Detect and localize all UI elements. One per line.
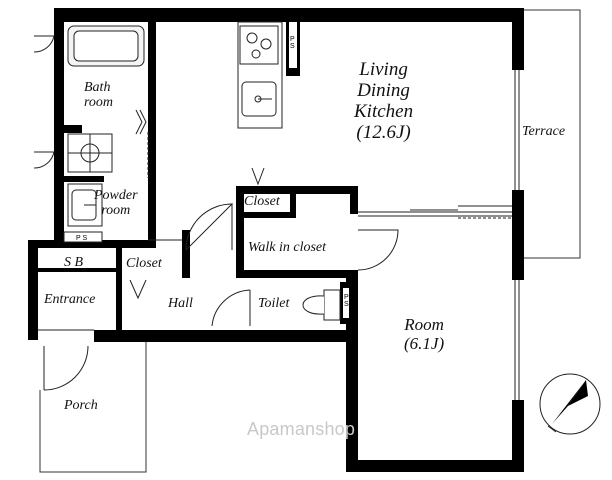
label-terrace-text: Terrace	[522, 124, 566, 139]
label-porch-text: Porch	[64, 398, 98, 413]
label-closet-left-text: Closet	[126, 256, 162, 271]
ps-label-kitchen-text: P S	[290, 36, 295, 50]
label-terrace: Terrace	[522, 124, 565, 139]
watermark: Apamanshop	[247, 419, 356, 439]
label-toilet: Toilet	[258, 296, 289, 311]
label-entrance: Entrance	[44, 292, 95, 307]
label-bath: Bath room	[84, 80, 113, 111]
label-sb: S B	[64, 255, 83, 270]
label-room-text: Room (6.1J)	[404, 315, 445, 353]
ps-label-toilet-text: P S	[344, 294, 349, 308]
label-porch: Porch	[64, 398, 98, 413]
label-hall-text: Hall	[168, 296, 193, 311]
toilet-fixture	[302, 289, 341, 321]
washing-machine	[67, 133, 113, 173]
label-closet-top-text: Closet	[244, 194, 280, 209]
ps-label-entrance: P S	[76, 235, 87, 242]
windows	[38, 70, 520, 400]
ps-label-kitchen: P S	[290, 36, 295, 50]
label-walk-in-closet-text: Walk in closet	[248, 240, 327, 255]
kitchen-stove	[237, 21, 283, 129]
label-ldk: Living Dining Kitchen (12.6J)	[354, 59, 414, 144]
door-swings	[33, 35, 399, 391]
ps-label-entrance-text: P S	[76, 235, 88, 242]
porch-outline	[39, 340, 147, 473]
label-powder-text: Powder room	[94, 188, 138, 219]
label-room: Room (6.1J)	[404, 315, 445, 353]
label-closet-left: Closet	[126, 256, 162, 271]
label-bath-text: Bath room	[84, 80, 114, 111]
north-arrow-icon	[539, 373, 601, 435]
label-powder: Powder room	[94, 188, 138, 219]
ps-inner	[289, 22, 349, 318]
sliding-partition	[410, 205, 512, 219]
label-closet-top: Closet	[244, 194, 280, 209]
label-sb-text: S B	[64, 255, 84, 270]
label-entrance-text: Entrance	[44, 292, 96, 307]
terrace-outline	[521, 9, 581, 259]
walls	[28, 8, 524, 472]
bathtub	[67, 25, 145, 67]
label-ldk-text: Living Dining Kitchen (12.6J)	[354, 59, 414, 143]
powder-sink	[67, 183, 103, 227]
entrance-ps-box	[63, 231, 103, 243]
label-toilet-text: Toilet	[258, 296, 290, 311]
label-hall: Hall	[168, 296, 193, 311]
label-walk-in-closet: Walk in closet	[248, 240, 326, 255]
ps-label-toilet: P S	[344, 294, 349, 308]
